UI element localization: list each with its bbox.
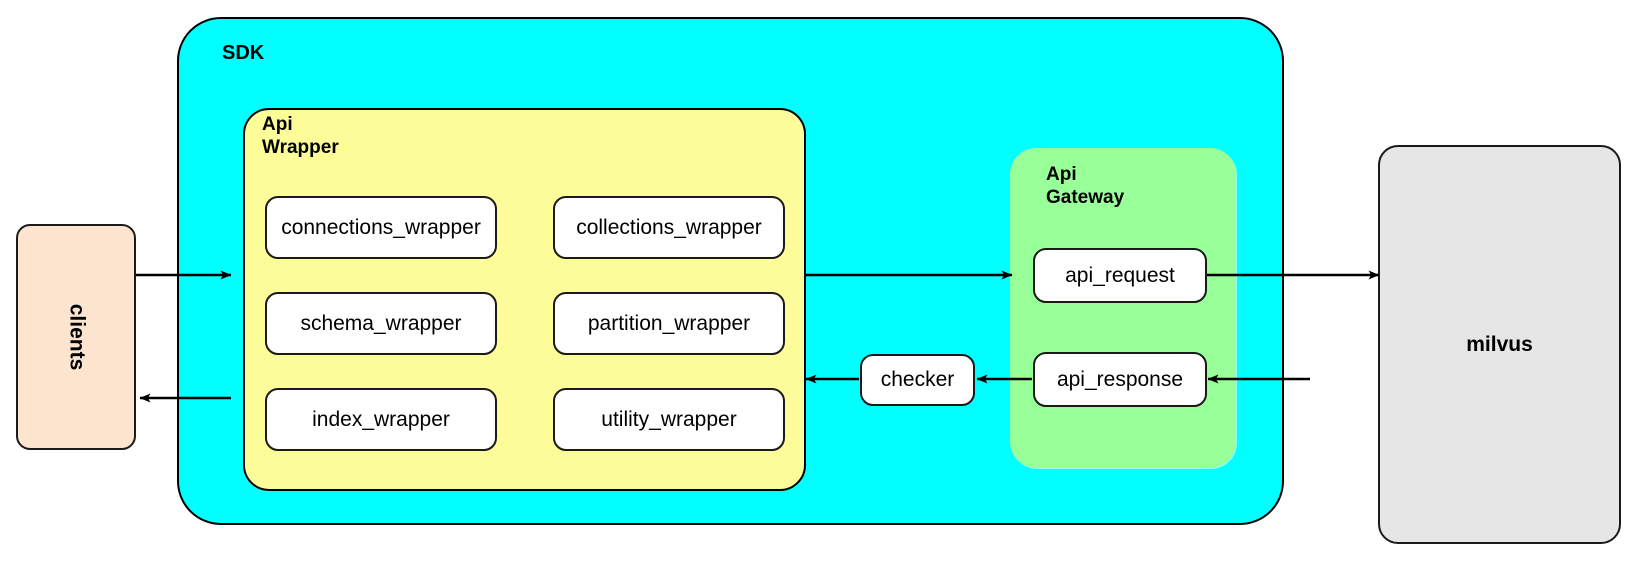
node-checker[interactable]: checker	[860, 354, 975, 406]
milvus-node	[1378, 145, 1621, 544]
node-partition-wrapper[interactable]: partition_wrapper	[553, 292, 785, 355]
node-api-response[interactable]: api_response	[1033, 352, 1207, 407]
node-schema-wrapper[interactable]: schema_wrapper	[265, 292, 497, 355]
api-gateway-title: Api Gateway	[1046, 164, 1125, 209]
node-label: api_response	[1056, 367, 1184, 391]
node-label: api_request	[1065, 263, 1175, 287]
node-label: collections_wrapper	[576, 215, 762, 239]
clients-label: clients	[16, 224, 136, 450]
node-label: index_wrapper	[312, 407, 450, 431]
node-utility-wrapper[interactable]: utility_wrapper	[553, 388, 785, 451]
node-index-wrapper[interactable]: index_wrapper	[265, 388, 497, 451]
node-api-request[interactable]: api_request	[1033, 248, 1207, 303]
node-label: utility_wrapper	[601, 407, 737, 431]
node-label: partition_wrapper	[587, 311, 751, 335]
milvus-label: milvus	[1466, 332, 1533, 356]
clients-node	[16, 224, 136, 450]
sdk-title: SDK	[222, 42, 265, 64]
api-gateway-container	[1010, 148, 1236, 468]
clients-label-text: clients	[65, 303, 88, 371]
api-wrapper-title: Api Wrapper	[262, 114, 339, 159]
node-label: connections_wrapper	[281, 215, 481, 239]
node-connections-wrapper[interactable]: connections_wrapper	[265, 196, 497, 259]
node-label: schema_wrapper	[300, 311, 462, 335]
node-label: checker	[880, 368, 955, 391]
node-collections-wrapper[interactable]: collections_wrapper	[553, 196, 785, 259]
